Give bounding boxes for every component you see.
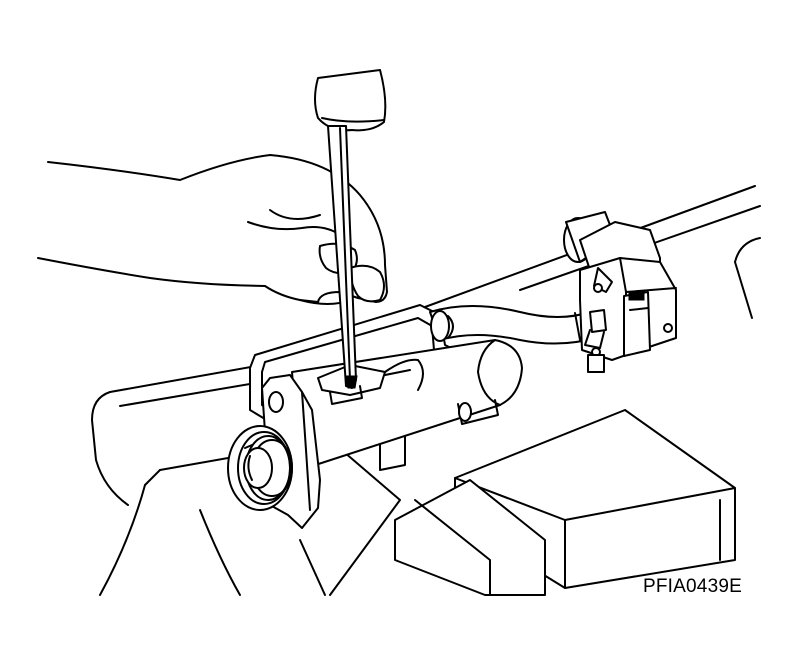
vacuum-hose xyxy=(429,305,596,345)
figure-code-label: PFIA0439E xyxy=(643,576,742,597)
screwdriver xyxy=(314,69,387,389)
lower-housing xyxy=(99,409,736,596)
hand xyxy=(37,154,388,305)
solenoid-valve xyxy=(563,211,677,373)
threaded-port xyxy=(227,425,293,511)
